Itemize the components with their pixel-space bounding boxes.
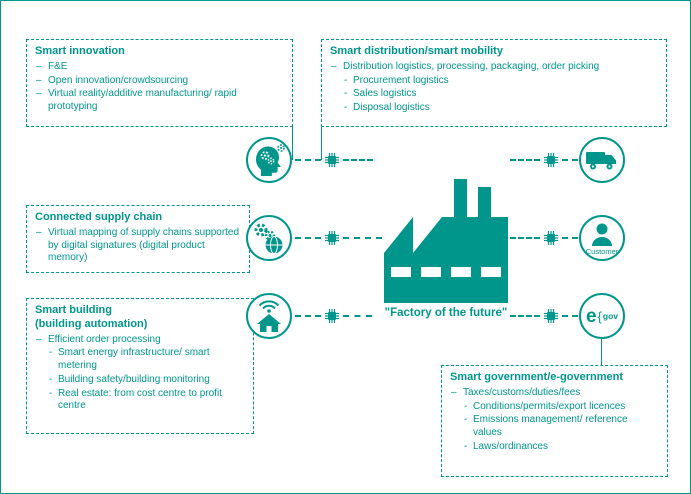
chip-icon bbox=[325, 309, 339, 323]
chip-icon bbox=[544, 309, 558, 323]
list-item: Procurement logistics bbox=[343, 75, 658, 88]
connector-dashed bbox=[510, 315, 540, 317]
factory-icon bbox=[384, 179, 508, 303]
list-item: Distribution logistics, processing, pack… bbox=[330, 61, 658, 74]
box-title: Smart distribution/smart mobility bbox=[330, 45, 503, 57]
customer-label: Customer bbox=[585, 246, 619, 256]
box-smart-building: Smart building (building automation) Eff… bbox=[26, 298, 254, 434]
egov-brace: { bbox=[597, 308, 602, 324]
connector-dashed bbox=[295, 237, 321, 239]
chip-icon bbox=[544, 231, 558, 245]
chip-icon bbox=[325, 153, 339, 167]
connector-dashed bbox=[510, 237, 540, 239]
head-gears-icon bbox=[256, 144, 285, 176]
connector-dashed bbox=[562, 159, 578, 161]
icon-circle-smart-building bbox=[246, 293, 292, 339]
gears-globe-icon bbox=[254, 223, 283, 254]
box-subtitle: (building automation) bbox=[35, 317, 148, 330]
list-item: F&E bbox=[35, 61, 284, 74]
connector-dashed bbox=[343, 315, 372, 317]
list-item: Sales logistics bbox=[343, 88, 658, 101]
list-item: Taxes/customs/duties/fees bbox=[450, 387, 659, 400]
connector-dashed bbox=[510, 159, 540, 161]
truck-icon bbox=[586, 152, 616, 170]
connector-dashed bbox=[295, 315, 321, 317]
box-title: Connected supply chain bbox=[35, 211, 163, 223]
factory-label: "Factory of the future" bbox=[384, 307, 508, 319]
icon-circle-innovation bbox=[246, 137, 292, 183]
connector-dashed bbox=[343, 159, 373, 161]
chip-icon bbox=[325, 231, 339, 245]
box-title: Smart innovation bbox=[35, 45, 125, 57]
list-item: Conditions/permits/export licences bbox=[463, 401, 659, 414]
list-item: Open innovation/crowdsourcing bbox=[35, 75, 284, 88]
egov-e: e bbox=[585, 305, 597, 327]
list-item: Real estate: from cost centre to profit … bbox=[48, 388, 245, 414]
egov-icon: e{gov bbox=[586, 307, 618, 326]
chip-icon bbox=[544, 153, 558, 167]
icon-circle-supply-chain bbox=[246, 215, 292, 261]
list-item: Efficient order processing bbox=[35, 334, 245, 347]
list-item: Laws/ordinances bbox=[463, 441, 659, 454]
customer-icon bbox=[592, 223, 612, 246]
box-title: Smart building bbox=[35, 304, 112, 316]
box-title: Smart government/e-government bbox=[450, 371, 623, 383]
list-item: Disposal logistics bbox=[343, 102, 658, 115]
list-item: Smart energy infrastructure/ smart meter… bbox=[48, 347, 245, 373]
connector-line-distribution bbox=[321, 127, 322, 160]
list-item: Emissions management/ reference values bbox=[463, 414, 659, 440]
icon-circle-egov: e{gov bbox=[579, 293, 625, 339]
smart-home-wifi-icon bbox=[257, 300, 281, 332]
icon-circle-logistics bbox=[579, 137, 625, 183]
box-connected-supply-chain: Connected supply chain Virtual mapping o… bbox=[26, 205, 250, 273]
connector-dashed bbox=[295, 159, 321, 161]
box-smart-government: Smart government/e-government Taxes/cust… bbox=[441, 365, 668, 477]
icon-circle-customer: Customer bbox=[579, 215, 625, 261]
connector-dashed bbox=[562, 237, 578, 239]
connector-line-government bbox=[601, 339, 602, 365]
connector-line-innovation bbox=[292, 127, 293, 160]
list-item: Virtual mapping of supply chains support… bbox=[35, 227, 241, 265]
box-smart-distribution: Smart distribution/smart mobility Distri… bbox=[321, 39, 667, 127]
list-item: Virtual reality/additive manufacturing/ … bbox=[35, 88, 284, 114]
connector-dashed bbox=[562, 315, 578, 317]
list-item: Building safety/building monitoring bbox=[48, 374, 245, 387]
box-smart-innovation: Smart innovation F&E Open innovation/cro… bbox=[26, 39, 293, 127]
egov-gov: gov bbox=[602, 310, 619, 321]
connector-dashed bbox=[343, 237, 382, 239]
